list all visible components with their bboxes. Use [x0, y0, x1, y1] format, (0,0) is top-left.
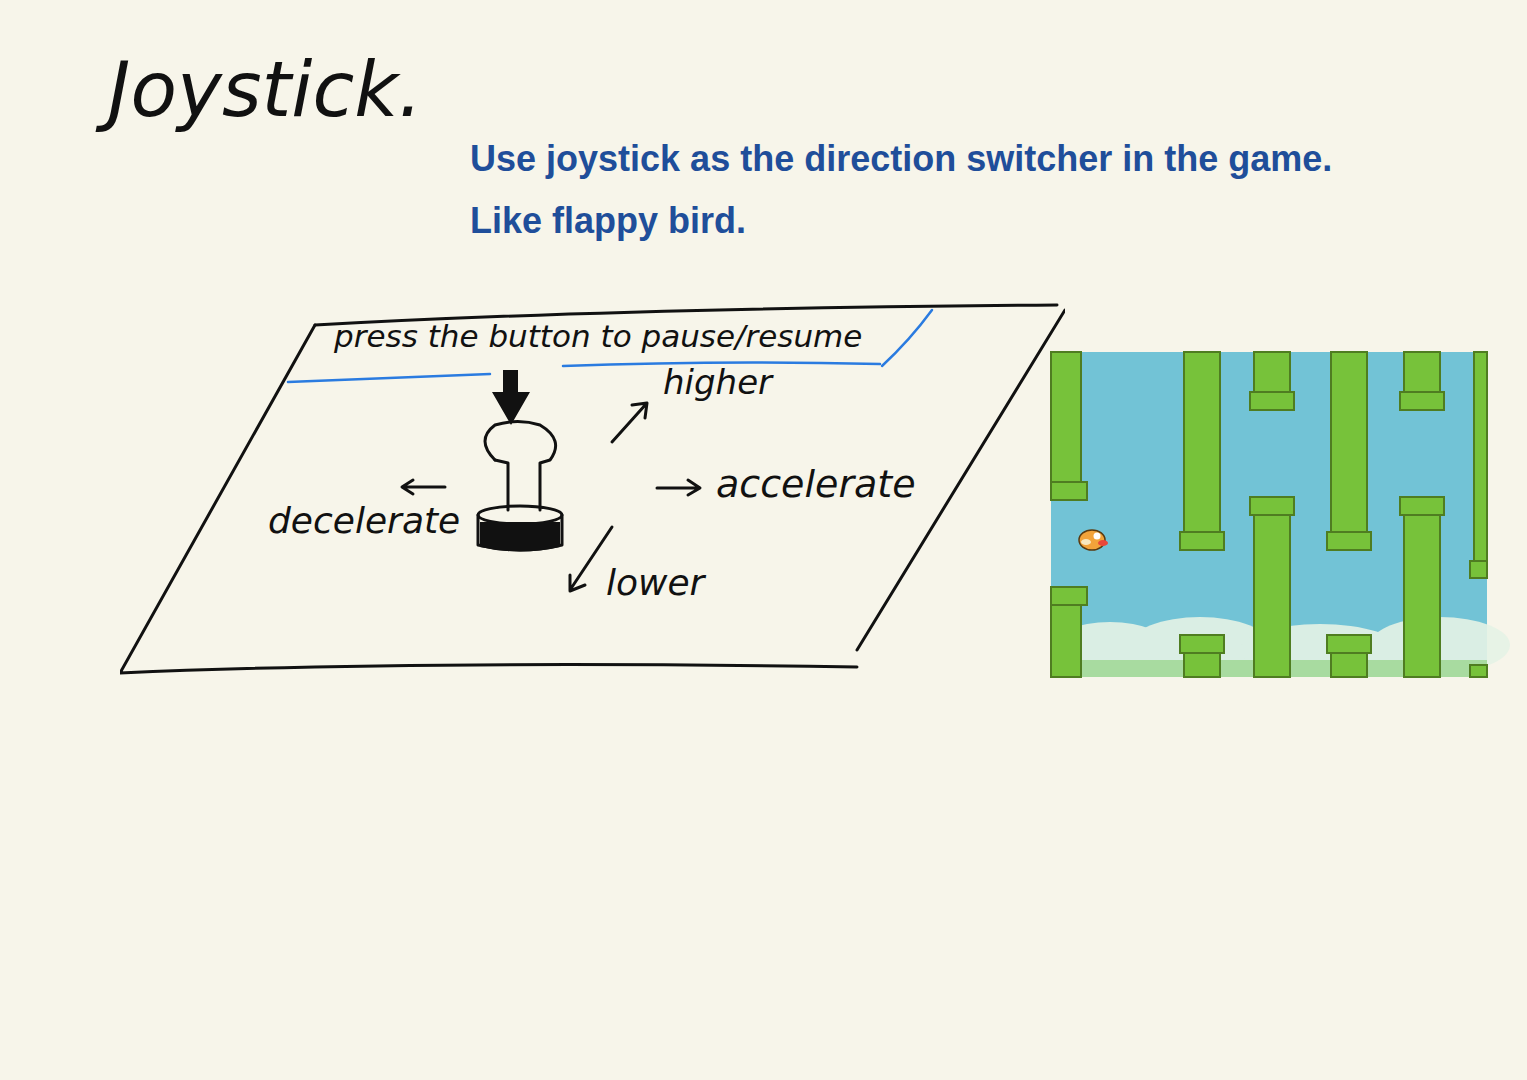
direction-label: accelerate [716, 462, 916, 506]
description-note: Use joystick as the direction switcher i… [470, 128, 1400, 252]
direction-label: higher [663, 362, 772, 402]
direction-label: decelerate [268, 500, 460, 541]
panel-outline [120, 300, 1065, 680]
joystick-panel: press the button to pause/resume higher ac… [120, 300, 1065, 680]
direction-label: lower [606, 562, 704, 603]
handwritten-title: Joystick. [108, 45, 422, 134]
button-instruction: press the button to pause/resume [334, 318, 862, 354]
